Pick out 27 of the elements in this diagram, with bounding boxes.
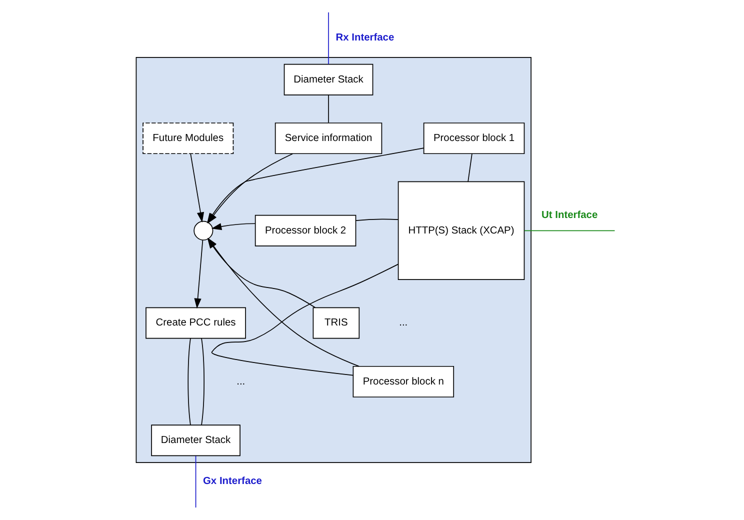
node-box: Service information — [274, 122, 382, 154]
node-box: Processor block n — [352, 366, 454, 398]
arrow — [190, 153, 204, 223]
node-box: Processor block 2 — [254, 214, 356, 246]
node-circle — [193, 220, 213, 240]
arrow — [194, 240, 203, 309]
label: ... — [398, 318, 408, 329]
connector — [200, 338, 204, 426]
node-box: TRIS — [312, 307, 360, 339]
edge-label: Rx Interface — [335, 32, 394, 44]
label: ... — [236, 376, 245, 388]
connector — [523, 230, 615, 232]
connector — [194, 456, 196, 508]
edge-label: Ut Interface — [541, 210, 598, 221]
connector — [467, 153, 472, 182]
cluster — [135, 57, 531, 463]
edge-label: Gx Interface — [202, 476, 262, 487]
connector — [187, 338, 190, 426]
node-box: HTTP(S) Stack (XCAP) — [397, 181, 524, 280]
node-box: Processor block 1 — [422, 122, 524, 154]
arrow — [210, 223, 256, 230]
node-box: Create PCC rules — [145, 307, 246, 339]
connector — [355, 218, 398, 221]
node-box: Diameter Stack — [150, 424, 240, 456]
node-box: Future Modules — [142, 122, 234, 154]
connector — [211, 264, 398, 376]
node-box: Diameter Stack — [283, 64, 373, 96]
